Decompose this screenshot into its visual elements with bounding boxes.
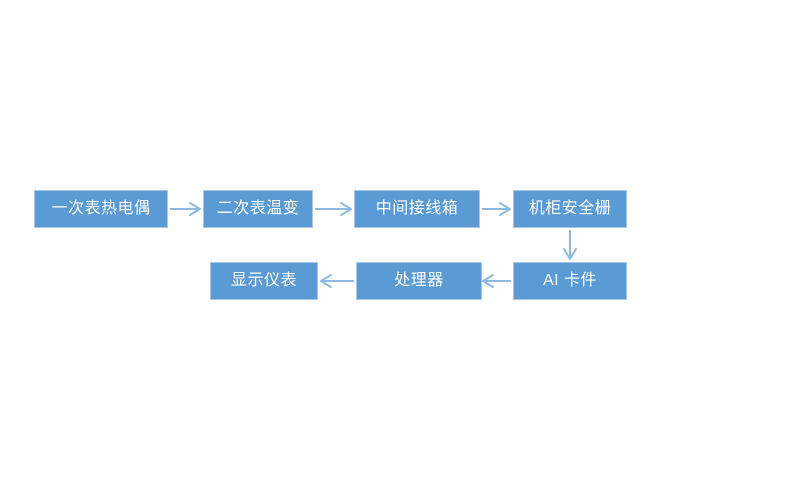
node-cabinet-safety-barrier[interactable]: 机柜安全栅 (513, 190, 627, 228)
node-label: 一次表热电偶 (51, 200, 151, 217)
node-label: 处理器 (394, 272, 444, 289)
node-primary-thermocouple[interactable]: 一次表热电偶 (34, 190, 168, 228)
node-secondary-transmitter[interactable]: 二次表温变 (203, 190, 313, 228)
edge-n1-n2 (170, 202, 201, 216)
node-label: 机柜安全栅 (528, 200, 612, 217)
node-label: 二次表温变 (216, 200, 300, 217)
node-junction-box[interactable]: 中间接线箱 (354, 190, 480, 228)
edge-n2-n3 (315, 202, 352, 216)
node-label: 显示仪表 (230, 272, 297, 289)
node-label: AI 卡件 (542, 272, 598, 289)
edge-n5-n6 (482, 274, 511, 288)
edge-n6-n7 (320, 274, 354, 288)
node-ai-card[interactable]: AI 卡件 (513, 262, 627, 300)
edge-n4-n5 (563, 230, 577, 260)
node-label: 中间接线箱 (375, 200, 459, 217)
edge-n3-n4 (482, 202, 511, 216)
node-processor[interactable]: 处理器 (356, 262, 482, 300)
node-display-instrument[interactable]: 显示仪表 (210, 262, 318, 300)
